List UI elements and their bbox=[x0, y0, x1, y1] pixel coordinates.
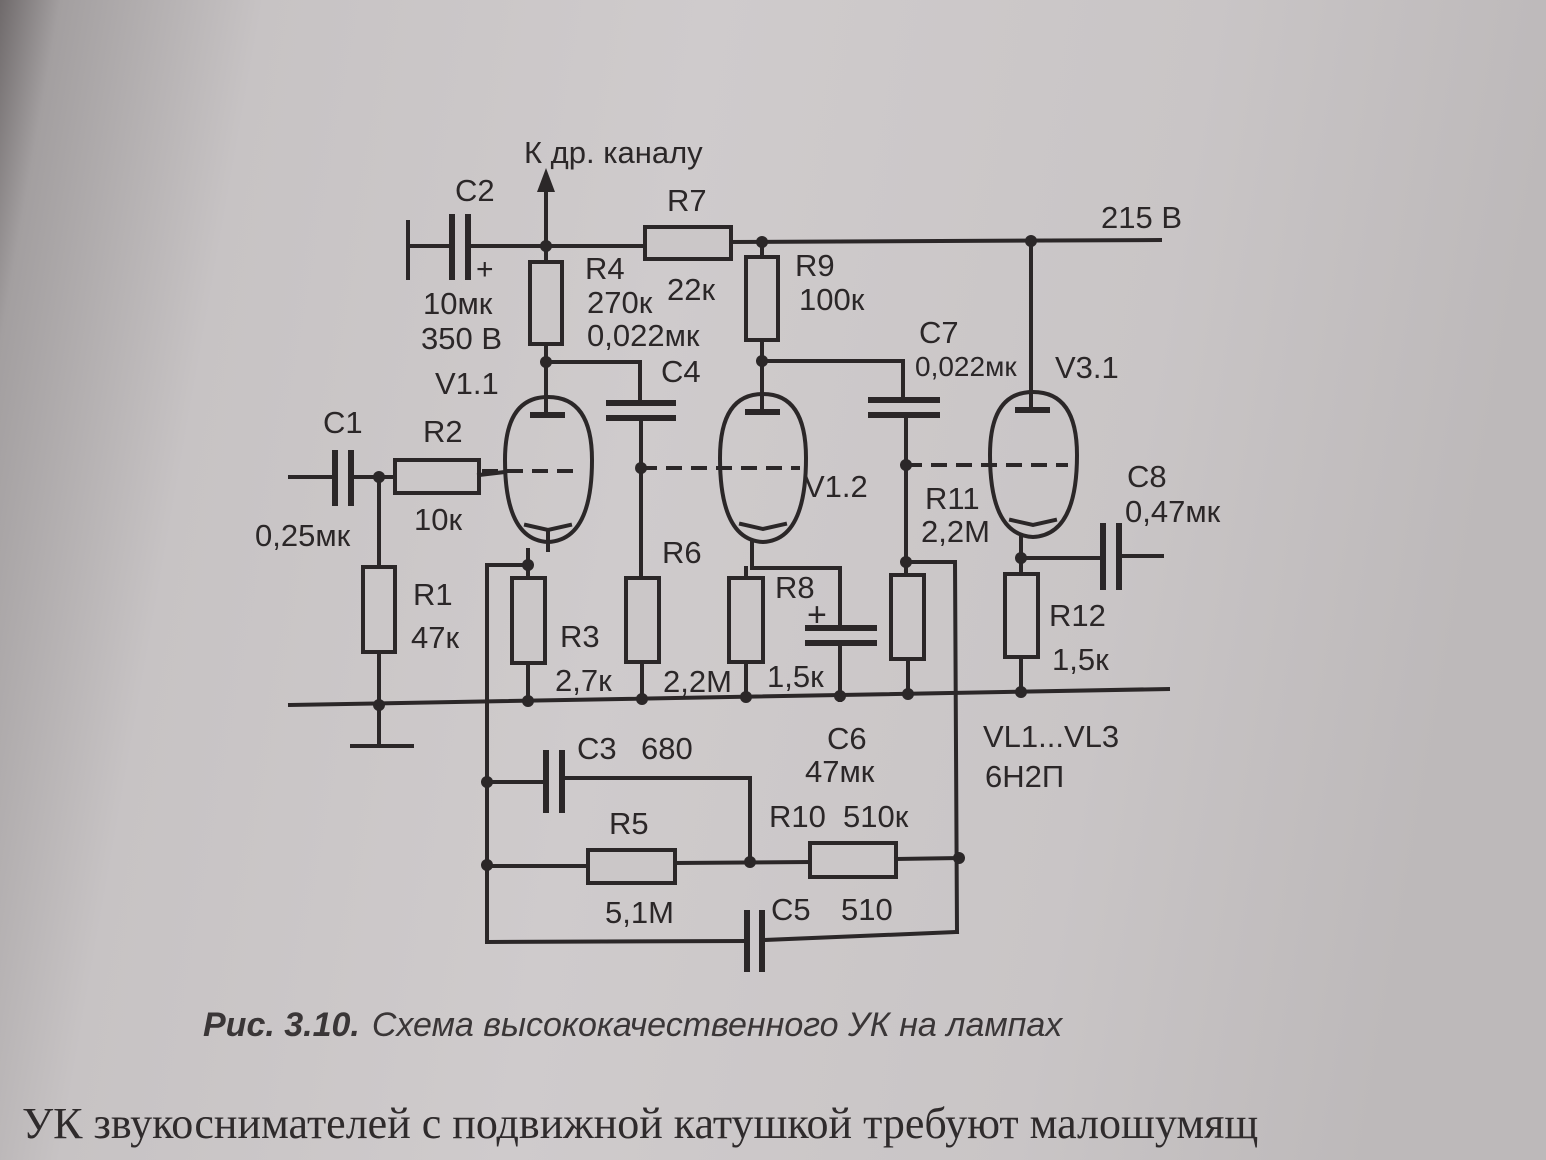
label-c2-value: 10мк bbox=[423, 286, 493, 321]
resistor-r4 bbox=[528, 244, 564, 417]
label-to-other-channel: К др. каналу bbox=[524, 135, 703, 170]
label-c7-name: C7 bbox=[919, 315, 959, 350]
resistor-r8 bbox=[727, 566, 842, 702]
label-r6-value: 2,2М bbox=[663, 664, 732, 699]
tube-v1-1 bbox=[482, 394, 595, 545]
label-c1-name: C1 bbox=[323, 405, 363, 440]
figure-caption-text: Схема высококачественного УК на лампах bbox=[371, 1006, 1063, 1044]
label-r1-name: R1 bbox=[413, 577, 453, 612]
resistor-r6 bbox=[624, 576, 661, 664]
label-r4-name: R4 bbox=[585, 251, 625, 286]
label-c3-name: C3 bbox=[577, 731, 617, 766]
label-r8-name: R8 bbox=[775, 570, 815, 605]
label-r12-value: 1,5к bbox=[1052, 642, 1109, 677]
amplifier-schematic: + bbox=[255, 135, 1221, 972]
arrow-to-other-channel bbox=[537, 168, 555, 248]
label-r11-value: 2,2М bbox=[921, 514, 990, 549]
label-r7-value: 22к bbox=[667, 272, 715, 307]
resistor-r3 bbox=[485, 540, 550, 702]
ground-rail bbox=[287, 686, 1171, 708]
label-r2-name: R2 bbox=[423, 414, 463, 449]
label-r1-value: 47к bbox=[411, 620, 459, 655]
label-r12-name: R12 bbox=[1049, 598, 1106, 633]
capacitor-c4 bbox=[544, 360, 676, 580]
label-c6-value: 47мк bbox=[805, 754, 875, 789]
label-v3-1: V3.1 bbox=[1055, 350, 1119, 385]
label-r11-name: R11 bbox=[925, 481, 980, 516]
label-r8-value: 1,5к bbox=[767, 659, 824, 694]
label-supply-voltage: 215 В bbox=[1101, 200, 1182, 235]
tube-v1-2 bbox=[641, 391, 809, 570]
label-c4-name: C4 bbox=[661, 354, 701, 389]
capacitor-c7 bbox=[760, 359, 940, 577]
component-labels: К др. каналу 215 В C2 + 10мк 350 В R4 27… bbox=[255, 135, 1221, 930]
label-r2-value: 10к bbox=[414, 502, 462, 537]
resistor-r12 bbox=[1003, 552, 1102, 696]
resistor-r7 bbox=[643, 225, 733, 261]
label-c2-plus: + bbox=[476, 253, 494, 286]
label-c6-name: C6 bbox=[827, 721, 867, 756]
label-c7-value: 0,022мк bbox=[915, 351, 1017, 382]
label-c4-value: 0,022мк bbox=[587, 318, 700, 353]
label-r3-value: 2,7к bbox=[555, 663, 612, 698]
label-c2-voltage: 350 В bbox=[421, 321, 502, 356]
capacitor-c2 bbox=[406, 214, 471, 280]
label-r9-value: 100к bbox=[799, 282, 865, 317]
label-r9-name: R9 bbox=[795, 248, 835, 283]
resistor-r9 bbox=[744, 240, 780, 414]
label-r6-name: R6 bbox=[662, 535, 702, 570]
body-text-line: УК звукоснимателей с подвижной катушкой … bbox=[22, 1099, 1259, 1148]
label-c8-name: C8 bbox=[1127, 459, 1167, 494]
label-c3-value: 680 bbox=[641, 731, 693, 766]
label-r5-value: 5,1М bbox=[605, 895, 674, 930]
label-r4-value: 270к bbox=[587, 285, 653, 320]
label-tubes-type: 6Н2П bbox=[985, 759, 1064, 794]
label-c2-name: C2 bbox=[455, 173, 495, 208]
label-c5-name: C5 bbox=[771, 892, 811, 927]
label-c8-value: 0,47мк bbox=[1125, 494, 1221, 529]
label-v1-2: V1.2 bbox=[804, 469, 868, 504]
label-r10-name: R10 bbox=[769, 799, 826, 834]
label-r7-name: R7 bbox=[667, 183, 707, 218]
label-v1-1: V1.1 bbox=[435, 366, 499, 401]
figure-caption: Рис. 3.10. Схема высококачественного УК н… bbox=[203, 1006, 1403, 1045]
label-c1-value: 0,25мк bbox=[255, 518, 351, 553]
label-r5-name: R5 bbox=[609, 806, 649, 841]
label-c5-value: 510 bbox=[841, 892, 893, 927]
feedback-network bbox=[481, 559, 965, 972]
capacitor-c8 bbox=[1100, 523, 1164, 590]
input-stage bbox=[288, 450, 508, 748]
label-r3-name: R3 bbox=[560, 619, 600, 654]
figure-number: Рис. 3.10. bbox=[203, 1006, 360, 1044]
c6-plus: + bbox=[807, 596, 827, 634]
label-tubes-range: VL1...VL3 bbox=[983, 719, 1119, 754]
resistor-r11 bbox=[889, 573, 926, 661]
label-r10-value: 510к bbox=[843, 799, 909, 834]
